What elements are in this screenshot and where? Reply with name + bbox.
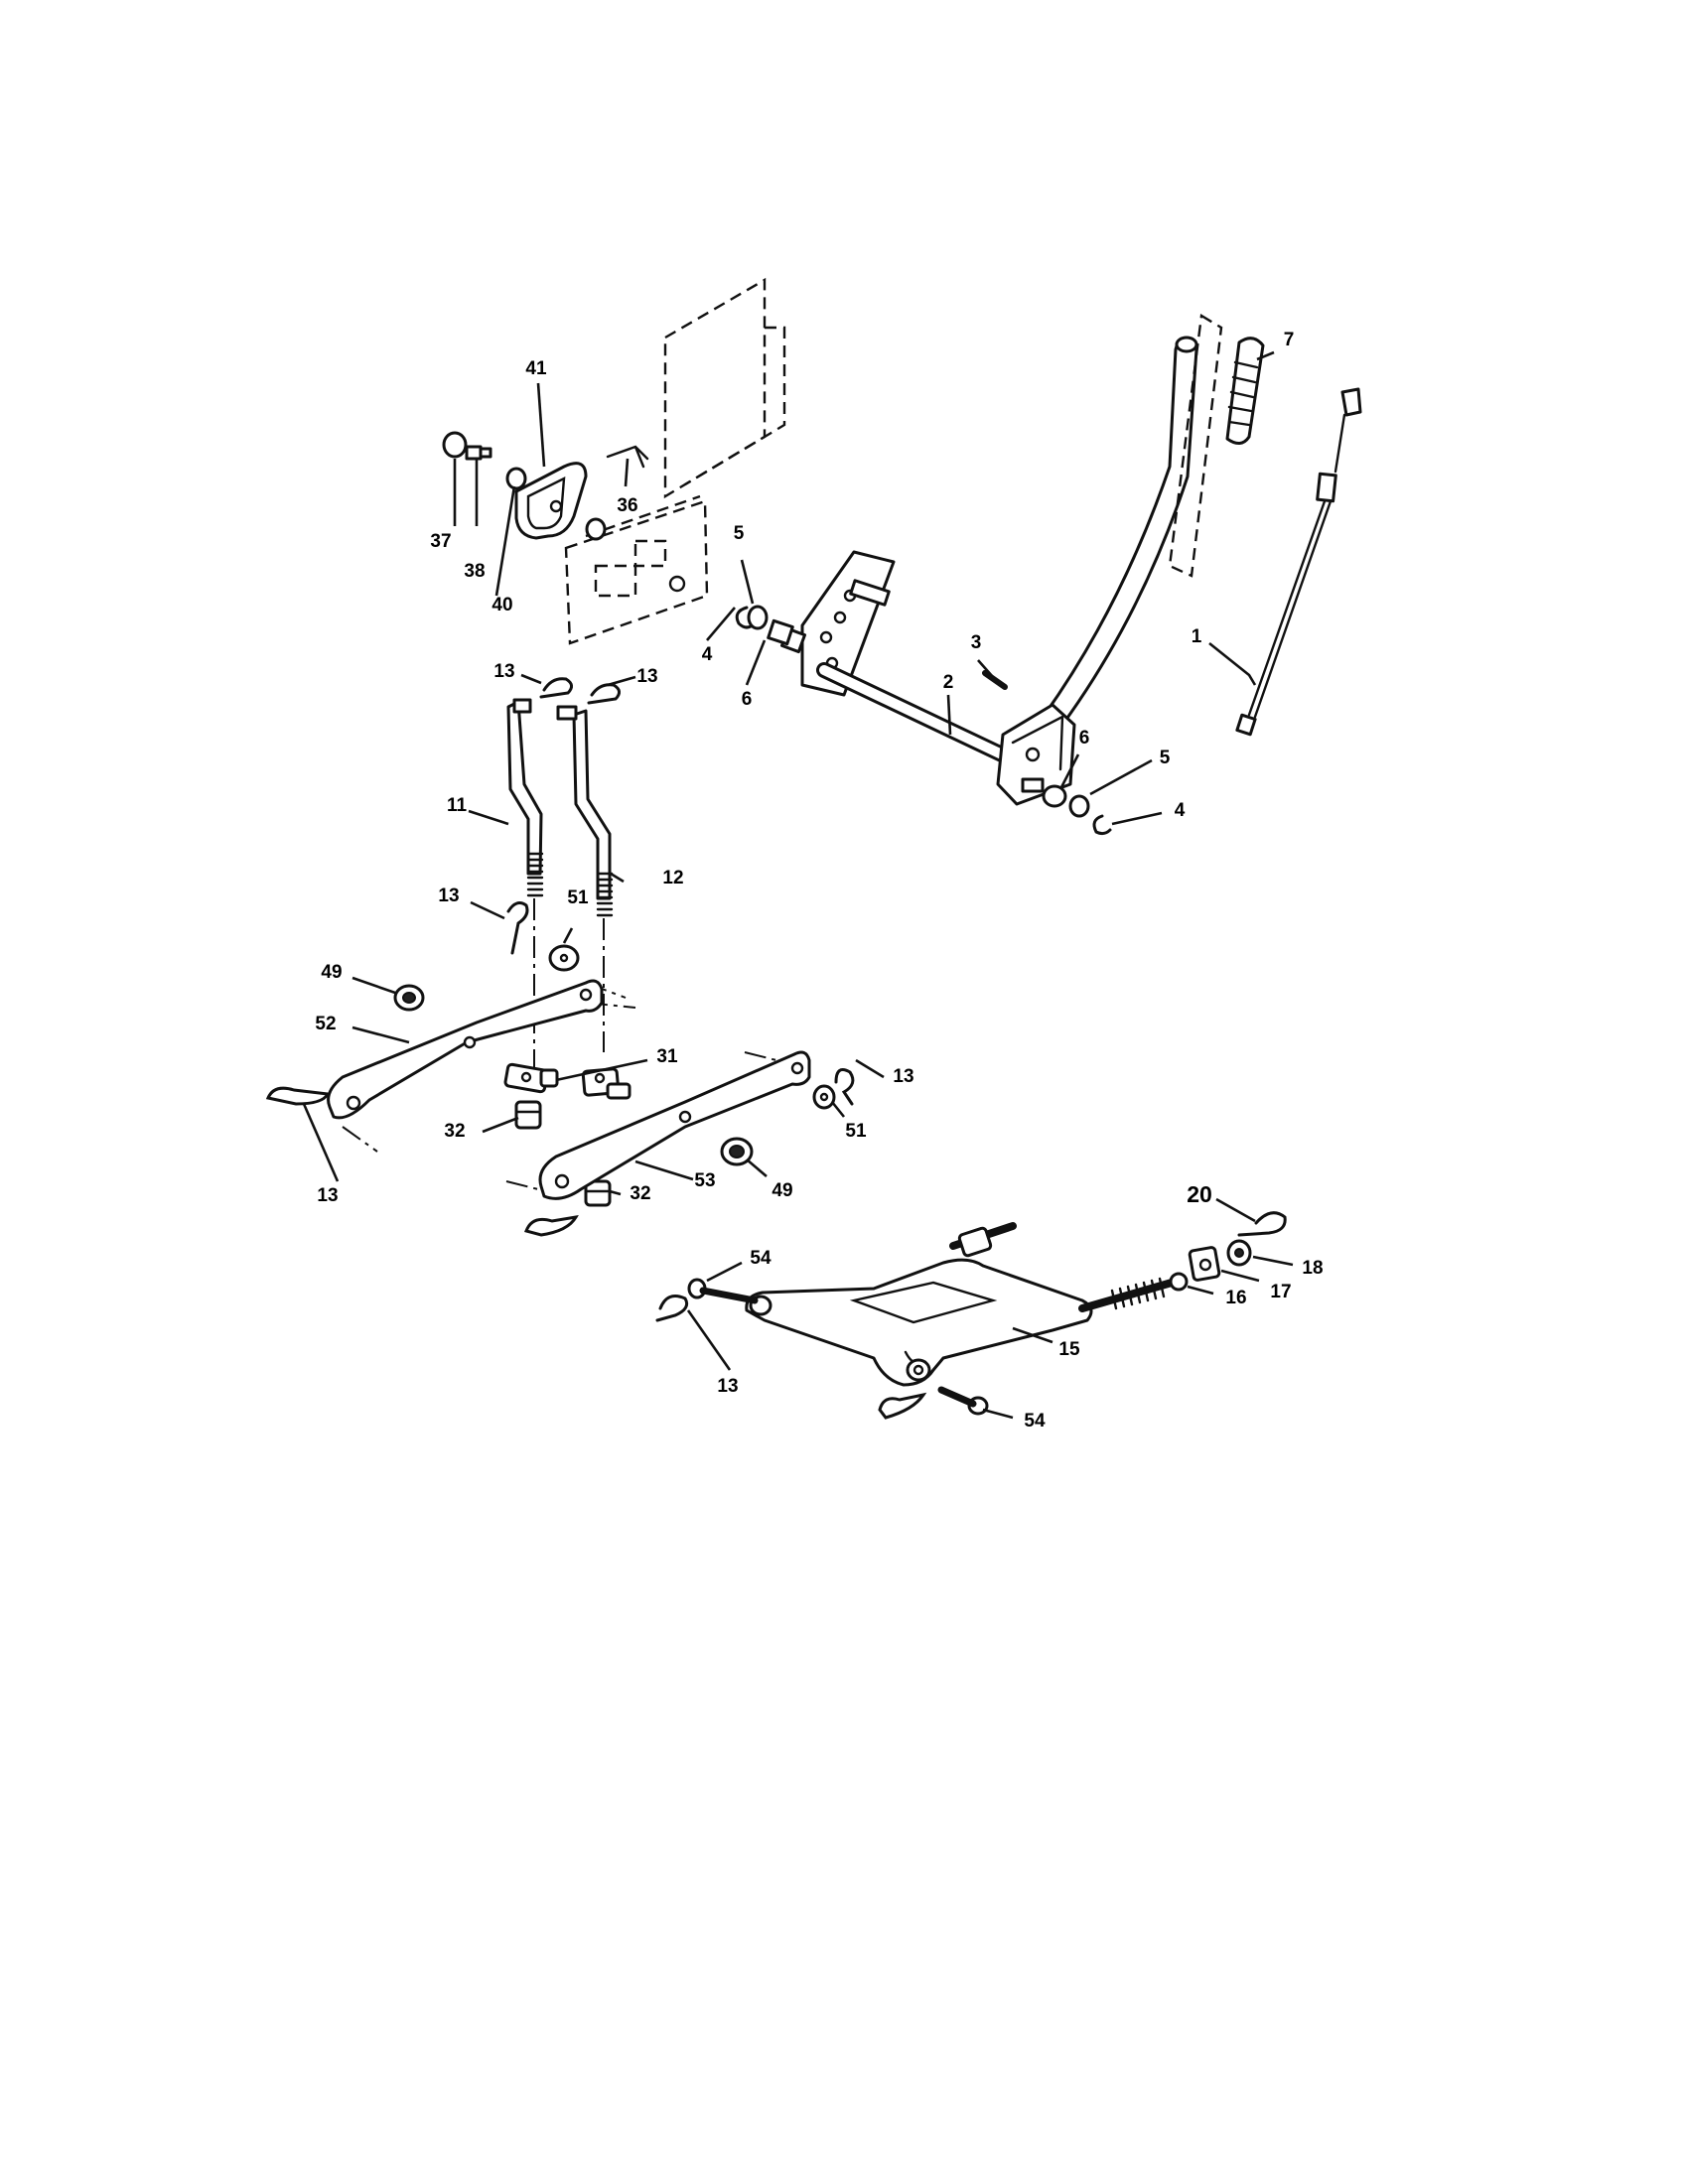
mounting-bracket-hidden [564, 494, 709, 645]
lock-nut-swivel [1226, 1239, 1252, 1267]
lock-nut-right [584, 1179, 612, 1207]
callout-13-e: 13 [317, 1185, 338, 1206]
swivel-block [1188, 1246, 1221, 1282]
callout-17: 17 [1270, 1282, 1291, 1302]
detent-bracket [514, 462, 588, 540]
clevis-pin-lower [937, 1386, 989, 1416]
callout-32-right: 32 [630, 1183, 650, 1204]
callout-49-upper: 49 [321, 962, 342, 983]
hairpin-clip-6 [524, 1215, 579, 1237]
centerline-arm2-lower [505, 1180, 547, 1192]
hairpin-clip-5 [265, 1086, 331, 1106]
callout-13-f: 13 [717, 1376, 738, 1397]
callout-40: 40 [491, 595, 512, 615]
callout-18: 18 [1302, 1258, 1323, 1279]
detent-spring [606, 445, 649, 469]
bushing-right [1042, 784, 1067, 808]
callout-20: 20 [1187, 1181, 1212, 1207]
callout-11: 11 [447, 795, 468, 816]
hex-nut [1169, 1272, 1189, 1292]
hairpin-clip-4 [834, 1068, 855, 1106]
hairpin-clip-1 [539, 677, 573, 699]
grip-outline-hidden [1168, 314, 1223, 578]
lift-arm-right [538, 1050, 811, 1200]
lock-nut-left [514, 1100, 542, 1130]
cable-rod [1235, 387, 1362, 737]
callout-32-left: 32 [444, 1121, 465, 1142]
callout-labels: 1 2 3 4 4 5 5 6 6 7 11 12 13 13 13 13 13… [315, 330, 1323, 1432]
callout-15: 15 [1058, 1339, 1080, 1360]
callout-16: 16 [1225, 1288, 1246, 1308]
callout-13-d: 13 [893, 1066, 913, 1087]
flange-bearing-lower [720, 1137, 754, 1166]
callout-54-upper: 54 [750, 1248, 772, 1269]
trunnion-left [503, 1062, 559, 1094]
callout-13-b: 13 [636, 666, 657, 687]
callout-5-left: 5 [734, 523, 745, 544]
callout-2: 2 [943, 672, 954, 693]
hairpin-clip-3 [506, 901, 529, 955]
clevis-pin-upper [687, 1278, 759, 1304]
trunnion-right [581, 1067, 632, 1100]
callout-13-c: 13 [438, 886, 459, 906]
flange-bearing-upper [393, 984, 425, 1012]
lift-arm-left [327, 979, 604, 1120]
callout-3: 3 [971, 632, 982, 653]
callout-38: 38 [464, 561, 485, 582]
callout-4-left: 4 [702, 644, 713, 665]
callout-52: 52 [315, 1014, 336, 1034]
retaining-ring-right [1092, 814, 1112, 836]
adjustment-rod [949, 1222, 1176, 1312]
callout-5-right: 5 [1160, 748, 1171, 768]
centerline-arm-lower [342, 1126, 378, 1153]
roll-pin [982, 670, 1008, 690]
deck-link-plate [745, 1258, 1093, 1387]
shoulder-bolt [465, 445, 492, 461]
callout-6-left: 6 [742, 689, 753, 710]
callout-51-upper: 51 [567, 887, 589, 908]
callout-41: 41 [525, 358, 547, 379]
washer-right [1068, 794, 1090, 818]
frame-panel-hidden [663, 277, 786, 499]
callout-13-a: 13 [493, 661, 514, 682]
callout-4-right: 4 [1175, 800, 1186, 821]
callout-54-lower: 54 [1024, 1411, 1046, 1432]
hairpin-clip-8 [878, 1392, 927, 1420]
callout-37: 37 [430, 531, 451, 552]
leader-lines [302, 350, 1294, 1420]
hairpin-clip-20 [1237, 1211, 1287, 1237]
lift-link-right [556, 705, 614, 917]
ring-clip [442, 431, 468, 459]
washer-lower [585, 517, 607, 541]
hairpin-clip-7 [655, 1295, 689, 1322]
lift-link-left [506, 698, 544, 897]
washer-upper [505, 467, 527, 490]
centerline-arm2 [744, 1051, 785, 1063]
callout-31: 31 [656, 1046, 678, 1067]
callout-7: 7 [1284, 330, 1295, 350]
callout-12: 12 [662, 868, 683, 888]
hairpin-clip-2 [587, 683, 621, 705]
lift-shaft-assembly [779, 336, 1198, 806]
callout-53: 53 [694, 1170, 715, 1191]
callout-49-lower: 49 [772, 1180, 792, 1201]
handle-grip [1225, 337, 1265, 445]
washer-left [747, 605, 769, 630]
callout-6-right: 6 [1079, 728, 1090, 749]
bushing-left [767, 618, 794, 646]
callout-1: 1 [1192, 626, 1202, 647]
callout-51-lower: 51 [845, 1121, 867, 1142]
callout-36: 36 [617, 495, 637, 516]
retaining-ring-left [735, 606, 757, 629]
